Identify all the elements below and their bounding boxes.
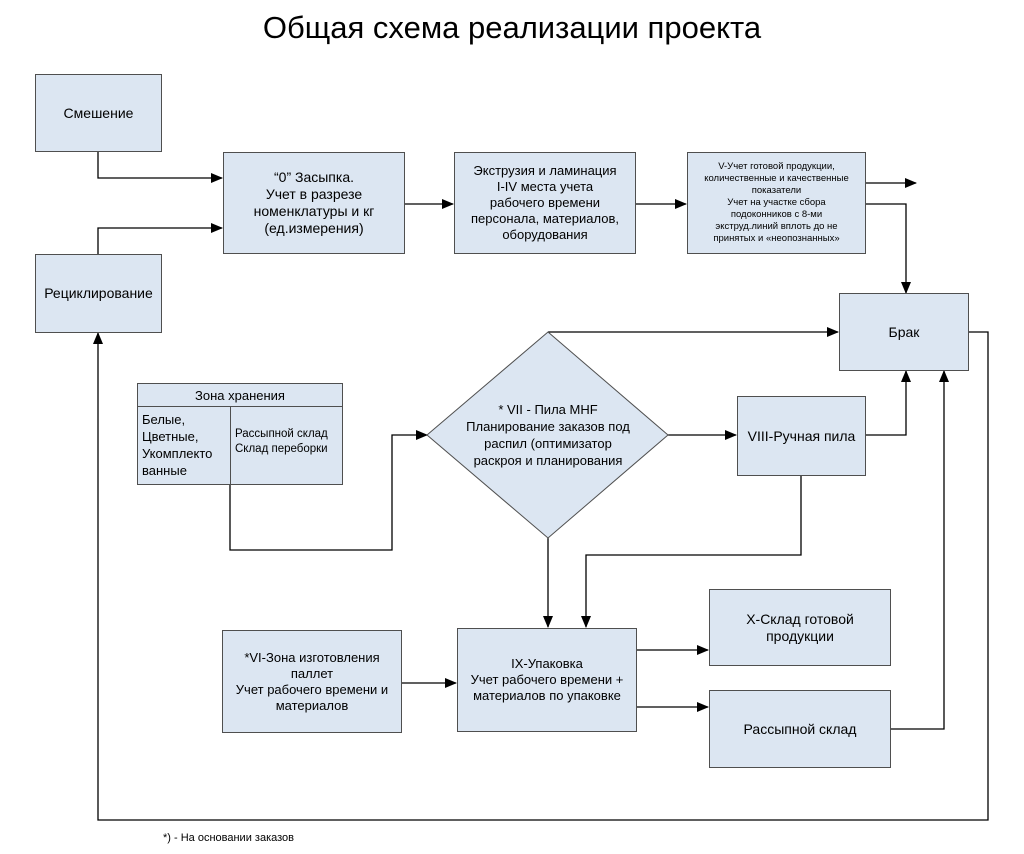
extrusion-box: Экструзия и ламинация I-IV места учета р… [454, 152, 636, 254]
decision-diamond-shape [426, 331, 669, 539]
storage-zone: Зона хранения Белые, Цветные, Укомплекто… [137, 383, 343, 485]
mixing-label: Смешение [63, 104, 134, 121]
arrow-mixing-to-filling [97, 152, 223, 183]
bulk-warehouse-box: Рассыпной склад [709, 690, 891, 768]
defect-label: Брак [888, 323, 920, 340]
footnote: *) - На основании заказов [163, 832, 294, 844]
product-accounting-label: V-Учет готовой продукции, количественные… [704, 161, 849, 244]
pallets-label: *VI-Зона изготовления паллет Учет рабоче… [235, 649, 389, 713]
finished-warehouse-box: X-Склад готовой продукции [709, 589, 891, 666]
storage-zone-types: Белые, Цветные, Укомплекто ванные [138, 407, 231, 484]
extrusion-label: Экструзия и ламинация I-IV места учета р… [471, 163, 619, 242]
arrow-manual-saw-to-packing [581, 476, 802, 628]
filling-box: “0” Засыпка. Учет в разрезе номенклатуры… [223, 152, 405, 254]
packing-label: IX-Упаковка Учет рабочего времени + мате… [470, 656, 624, 703]
defect-box: Брак [839, 293, 969, 371]
recycling-label: Рециклирование [44, 285, 153, 301]
arrow-defect-to-recycling [93, 331, 989, 821]
bulk-warehouse-label: Рассыпной склад [743, 720, 857, 737]
product-accounting-box: V-Учет готовой продукции, количественные… [687, 152, 866, 254]
storage-zone-title: Зона хранения [138, 384, 342, 407]
mixing-box: Смешение [35, 74, 162, 152]
arrow-manual-saw-to-defect [866, 370, 911, 436]
filling-label: “0” Засыпка. Учет в разрезе номенклатуры… [253, 169, 375, 236]
arrow-recycling-to-filling [97, 223, 223, 254]
finished-warehouse-label: X-Склад готовой продукции [746, 610, 854, 644]
arrow-bulk-to-defect [891, 370, 949, 730]
arrow-storage-to-diamond [229, 430, 428, 551]
recycling-box: Рециклирование [35, 254, 162, 333]
packing-box: IX-Упаковка Учет рабочего времени + мате… [457, 628, 637, 732]
storage-zone-warehouses: Рассыпной склад Склад переборки [235, 428, 328, 455]
saw-planning-diamond-text: * VII - Пила МНF Планирование заказов по… [466, 402, 630, 468]
pallets-box: *VI-Зона изготовления паллет Учет рабоче… [222, 630, 402, 733]
arrow-accounting-to-defect [866, 203, 911, 294]
diagram-title: Общая схема реализации проекта [262, 10, 762, 45]
manual-saw-label: VIII-Ручная пила [747, 427, 856, 444]
manual-saw-box: VIII-Ручная пила [737, 396, 866, 476]
